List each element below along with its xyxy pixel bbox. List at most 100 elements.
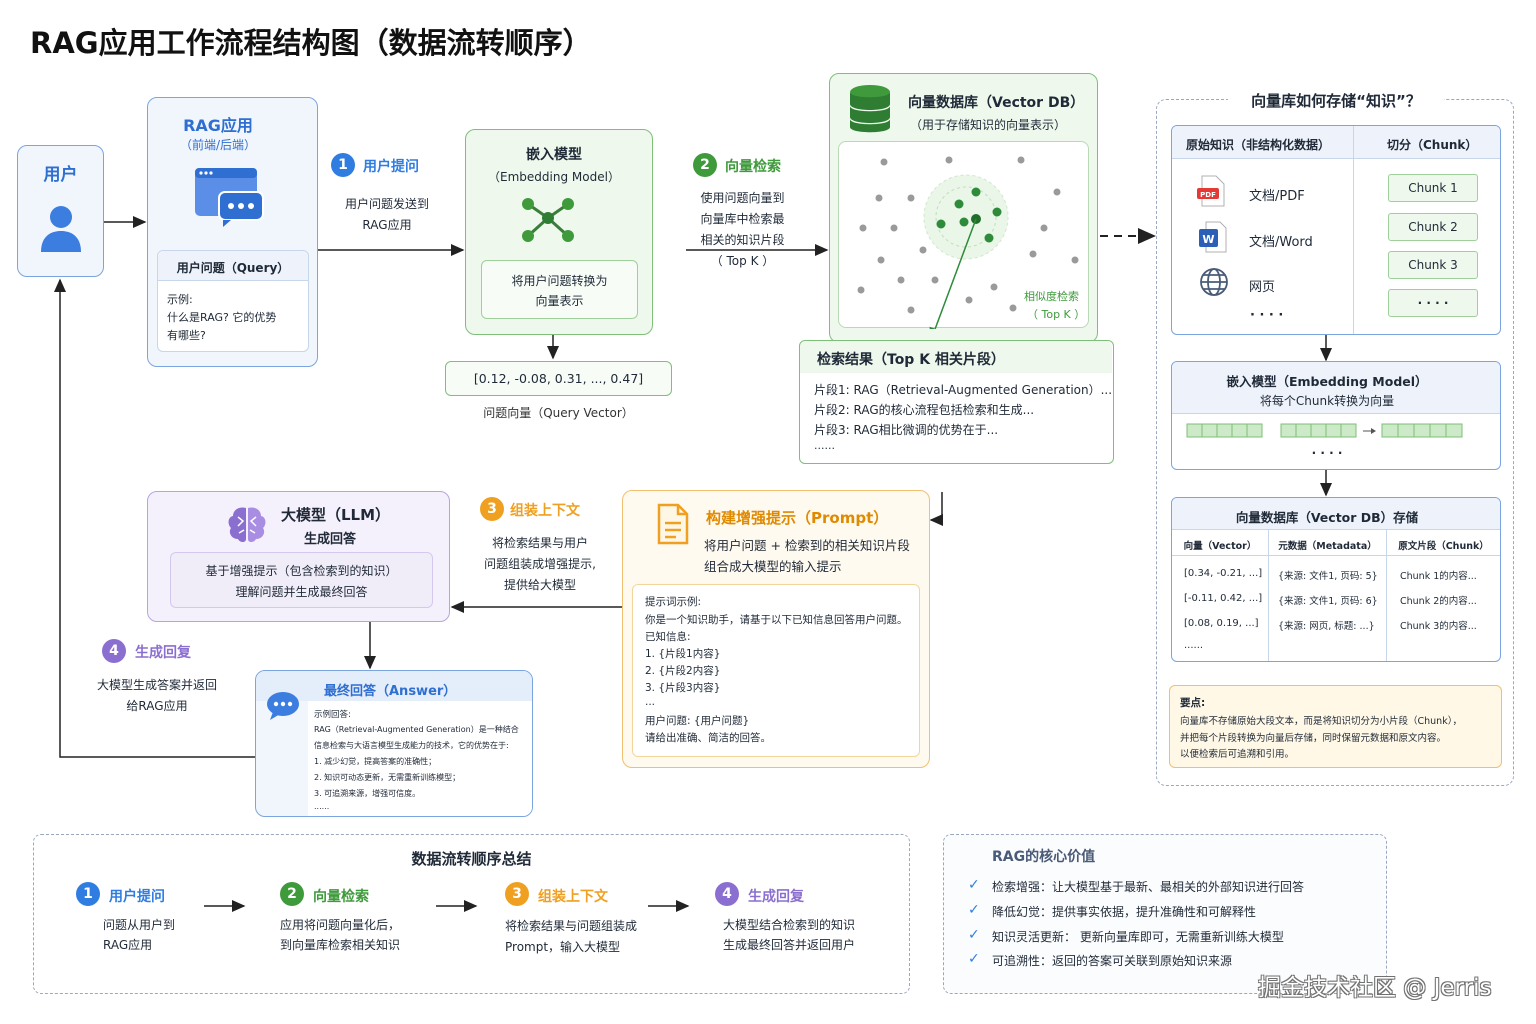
prompt-ex-2: 已知信息: bbox=[645, 631, 691, 643]
vector-db-title: 向量数据库（Vector DB） bbox=[908, 95, 1085, 111]
step3-label: 组装上下文 bbox=[510, 503, 580, 519]
chunk-3[interactable]: Chunk 3 bbox=[1388, 251, 1478, 279]
doc-pdf-label: 文档/PDF bbox=[1249, 189, 1305, 204]
step1-number: 1 bbox=[331, 153, 355, 177]
query-example-label: 示例: bbox=[167, 293, 193, 306]
query-example-line-1: 什么是RAG? 它的优势 bbox=[167, 311, 277, 324]
chunk-2-label: Chunk 2 bbox=[1408, 220, 1458, 234]
note-title: 要点: bbox=[1180, 697, 1206, 709]
brain-icon bbox=[228, 507, 266, 542]
answer-line-2: RAG（Retrieval-Augmented Generation）是一种结合 bbox=[314, 725, 519, 734]
step4-desc-1: 大模型生成答案并返回 bbox=[96, 678, 217, 692]
summary-4-label: 生成回复 bbox=[748, 889, 804, 905]
step3-desc-1: 将检索结果与用户 bbox=[491, 536, 588, 550]
prompt-title: 构建增强提示（Prompt） bbox=[706, 509, 889, 527]
value-check-3-icon: ✓ bbox=[968, 927, 980, 943]
summary-title: 数据流转顺序总结 bbox=[411, 850, 532, 868]
similarity-label-1: 相似度检索 bbox=[1024, 290, 1079, 303]
document-icon bbox=[657, 503, 689, 545]
similarity-label-2: （ Top K ） bbox=[1027, 308, 1086, 321]
step1-label: 用户提问 bbox=[363, 159, 419, 175]
step2-number: 2 bbox=[693, 153, 717, 177]
chunk-2[interactable]: Chunk 2 bbox=[1388, 213, 1478, 241]
note-line-1: 向量库不存储原始大段文本，而是将知识切分为小片段（Chunk）， bbox=[1180, 716, 1462, 727]
neural-network-icon bbox=[522, 198, 574, 242]
row-1-metadata: {来源: 文件1, 页码: 5} bbox=[1278, 571, 1378, 582]
answer-line-6: 3. 可追溯来源，增强可信度。 bbox=[314, 789, 421, 798]
step4-desc-2: 给RAG应用 bbox=[126, 699, 188, 713]
chunk-1-label: Chunk 1 bbox=[1408, 181, 1458, 195]
vector-space-panel: 相似度检索 （ Top K ） bbox=[838, 141, 1089, 329]
query-title: 用户问题（Query） bbox=[176, 261, 290, 275]
answer-line-7: ...... bbox=[314, 802, 330, 811]
storage-embed-desc: 将每个Chunk转换为向量 bbox=[1259, 394, 1395, 408]
chunk-1[interactable]: Chunk 1 bbox=[1388, 174, 1478, 202]
query-card: 用户问题（Query） 示例: 什么是RAG? 它的优势 有哪些? bbox=[157, 250, 309, 352]
value-item-2: 降低幻觉：提供事实依据，提升准确性和可解释性 bbox=[992, 905, 1257, 919]
summary-2-d1: 应用将问题向量化后， bbox=[280, 918, 401, 932]
storage-db-title: 向量数据库（Vector DB）存储 bbox=[1235, 510, 1419, 525]
results-line-1: 片段1: RAG（Retrieval-Augmented Generation）… bbox=[814, 383, 1113, 397]
summary-2-d2: 到向量库检索相关知识 bbox=[280, 938, 401, 952]
doc-word-label: 文档/Word bbox=[1249, 235, 1313, 250]
storage-embed-title: 嵌入模型（Embedding Model） bbox=[1226, 374, 1428, 389]
row-2-vector: [-0.11, 0.42, ...] bbox=[1184, 593, 1263, 604]
summary-4-d2: 生成最终回答并返回用户 bbox=[723, 938, 856, 952]
col-metadata-header: 元数据（Metadata） bbox=[1278, 541, 1377, 552]
step2-label: 向量检索 bbox=[725, 159, 781, 175]
summary-1-number: 1 bbox=[76, 882, 100, 906]
row-3-metadata: {来源: 网页, 标题: ...} bbox=[1278, 621, 1375, 632]
llm-inner-2: 理解问题并生成最终回答 bbox=[235, 585, 368, 599]
rag-app-title: RAG应用 bbox=[183, 116, 253, 135]
results-line-4: ...... bbox=[814, 439, 835, 452]
answer-line-3: 信息检索与大语言模型生成能力的技术，它的优势在于: bbox=[314, 741, 509, 750]
prompt-ex-8: 请给出准确、简洁的回答。 bbox=[645, 732, 771, 744]
row-2-chunk: Chunk 2的内容... bbox=[1400, 596, 1477, 607]
summary-1-label: 用户提问 bbox=[109, 889, 165, 905]
prompt-desc-1: 将用户问题 + 检索到的相关知识片段 bbox=[704, 538, 910, 553]
vector-db-box: 向量数据库（Vector DB） （用于存储知识的向量表示） 相似度检索 （ T bbox=[829, 73, 1098, 343]
prompt-desc-2: 组合成大模型的输入提示 bbox=[704, 559, 842, 574]
row-3-chunk: Chunk 3的内容... bbox=[1400, 621, 1477, 632]
value-panel bbox=[943, 834, 1387, 994]
chunk-3-label: Chunk 3 bbox=[1408, 258, 1458, 272]
query-vector-caption: 问题向量（Query Vector） bbox=[483, 406, 634, 420]
answer-line-1: 示例回答: bbox=[314, 710, 351, 720]
query-example-line-2: 有哪些? bbox=[167, 329, 206, 342]
summary-4-d1: 大模型结合检索到的知识 bbox=[723, 918, 856, 932]
embedding-box: 嵌入模型 （Embedding Model） 将用户问题转换为 向量表示 bbox=[465, 129, 653, 335]
raw-header: 原始知识（非结构化数据） bbox=[1186, 138, 1331, 152]
word-icon: W bbox=[1199, 221, 1227, 253]
vector-space-scatter bbox=[857, 156, 1079, 329]
results-line-3: 片段3: RAG相比微调的优势在于... bbox=[814, 423, 999, 437]
step2-desc-4: （ Top K ） bbox=[710, 254, 775, 268]
rag-app-box: RAG应用 （前端/后端） 用户问题（Query） 示例: 什么是RAG? 它的… bbox=[147, 97, 318, 367]
answer-title: 最终回答（Answer） bbox=[324, 684, 457, 699]
svg-text:PDF: PDF bbox=[1200, 191, 1216, 199]
step3-desc-2: 问题组装成增强提示, bbox=[484, 557, 596, 571]
row-2-metadata: {来源: 文件1, 页码: 6} bbox=[1278, 596, 1378, 607]
embedding-inner-2: 向量表示 bbox=[535, 294, 584, 308]
step3-number: 3 bbox=[480, 497, 504, 521]
storage-note: 要点: 向量库不存储原始大段文本，而是将知识切分为小片段（Chunk）， 并把每… bbox=[1169, 685, 1502, 768]
value-check-4-icon: ✓ bbox=[968, 951, 980, 967]
user-box: 用户 bbox=[17, 145, 104, 277]
summary-3-number: 3 bbox=[505, 882, 529, 906]
prompt-ex-title: 提示词示例: bbox=[645, 596, 702, 608]
prompt-ex-6: ... bbox=[645, 696, 656, 708]
llm-subtitle: 生成回答 bbox=[304, 532, 357, 547]
answer-line-4: 1. 减少幻觉，提高答案的准确性； bbox=[314, 757, 437, 766]
row-1-vector: [0.34, -0.21, ...] bbox=[1184, 568, 1263, 579]
results-line-2: 片段2: RAG的核心流程包括检索和生成... bbox=[814, 403, 1035, 417]
query-vector-value: [0.12, -0.08, 0.31, ..., 0.47] bbox=[473, 371, 644, 386]
arrow-results-to-prompt bbox=[929, 492, 943, 526]
storage-embed-box: 嵌入模型（Embedding Model） 将每个Chunk转换为向量 · · … bbox=[1171, 361, 1501, 470]
llm-title: 大模型（LLM） bbox=[281, 506, 391, 524]
summary-1-d2: RAG应用 bbox=[103, 938, 153, 952]
globe-icon bbox=[1200, 268, 1228, 296]
answer-box: 最终回答（Answer） 示例回答: RAG（Retrieval-Augment… bbox=[255, 670, 533, 817]
chunk-more-label: · · · · bbox=[1417, 296, 1449, 310]
value-title: RAG的核心价值 bbox=[992, 849, 1096, 865]
vector-db-subtitle: （用于存储知识的向量表示） bbox=[910, 118, 1067, 132]
